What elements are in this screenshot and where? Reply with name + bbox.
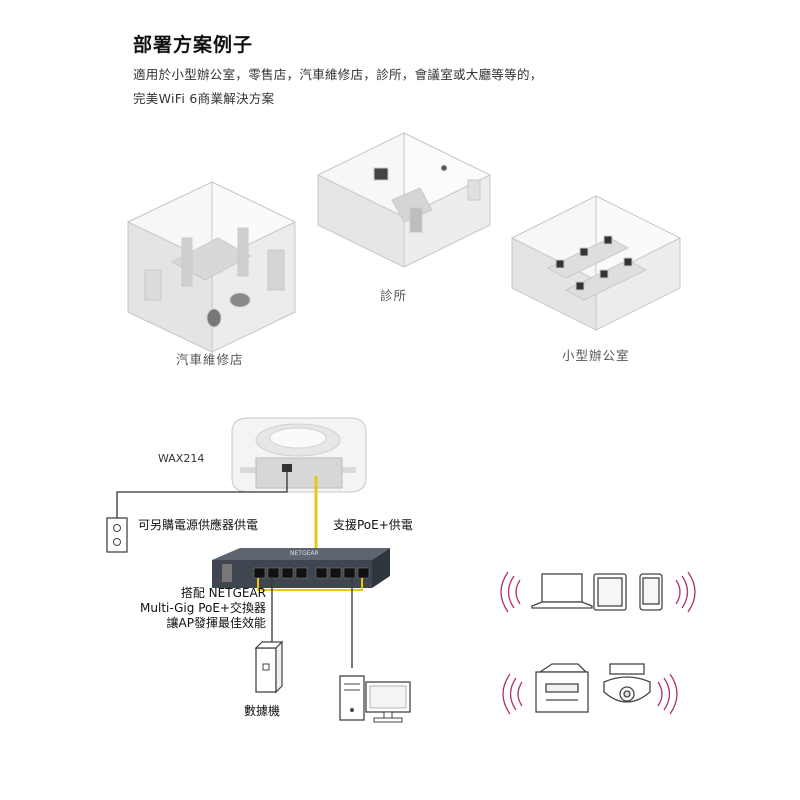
description-line-2: 完美WiFi 6商業解決方案 bbox=[133, 91, 275, 106]
poe-support-label: 支援PoE+供電 bbox=[333, 518, 413, 532]
wifi-waves-right-2 bbox=[657, 673, 678, 715]
modem-label: 數據機 bbox=[244, 704, 281, 718]
poe-output-bus bbox=[257, 578, 363, 591]
scene-label-garage: 汽車維修店 bbox=[176, 352, 244, 367]
wall-outlet-icon bbox=[106, 517, 128, 553]
desktop-computer-icon bbox=[339, 675, 411, 723]
switch-line-3: 讓AP發揮最佳效能 bbox=[166, 616, 266, 630]
switch-line-1: 搭配 NETGEAR bbox=[180, 586, 266, 600]
wifi-waves-right-1 bbox=[675, 571, 696, 613]
description-line-1: 適用於小型辦公室，零售店，汽車維修店，診所，會議室或大廳等等的， bbox=[133, 67, 543, 82]
scene-label-office: 小型辦公室 bbox=[562, 348, 630, 363]
garage-scene-illustration bbox=[126, 181, 297, 353]
page-title: 部署方案例子 bbox=[133, 34, 254, 56]
access-point-device bbox=[231, 417, 367, 493]
modem-device bbox=[254, 640, 284, 694]
laptop-icon bbox=[531, 573, 593, 609]
wifi-waves-left-1 bbox=[500, 571, 521, 613]
wifi-waves-left-2 bbox=[502, 673, 523, 715]
office-scene-illustration bbox=[510, 195, 682, 331]
scene-label-clinic: 診所 bbox=[380, 288, 408, 303]
printer-icon bbox=[535, 663, 589, 713]
switch-brand-text: NETGEAR bbox=[290, 550, 319, 557]
security-camera-icon bbox=[603, 663, 651, 703]
clinic-scene-illustration bbox=[316, 132, 492, 268]
power-cable bbox=[116, 470, 288, 518]
switch-line-2: Multi-Gig PoE+交換器 bbox=[140, 601, 266, 615]
tablet-icon bbox=[593, 573, 627, 611]
phone-icon bbox=[639, 573, 663, 611]
poe-switch-device: NETGEAR bbox=[212, 548, 390, 588]
power-supply-label: 可另購電源供應器供電 bbox=[138, 518, 259, 532]
switch-description: 搭配 NETGEAR Multi-Gig PoE+交換器 讓AP發揮最佳效能 bbox=[118, 586, 266, 631]
ap-model-label: WAX214 bbox=[158, 452, 205, 465]
